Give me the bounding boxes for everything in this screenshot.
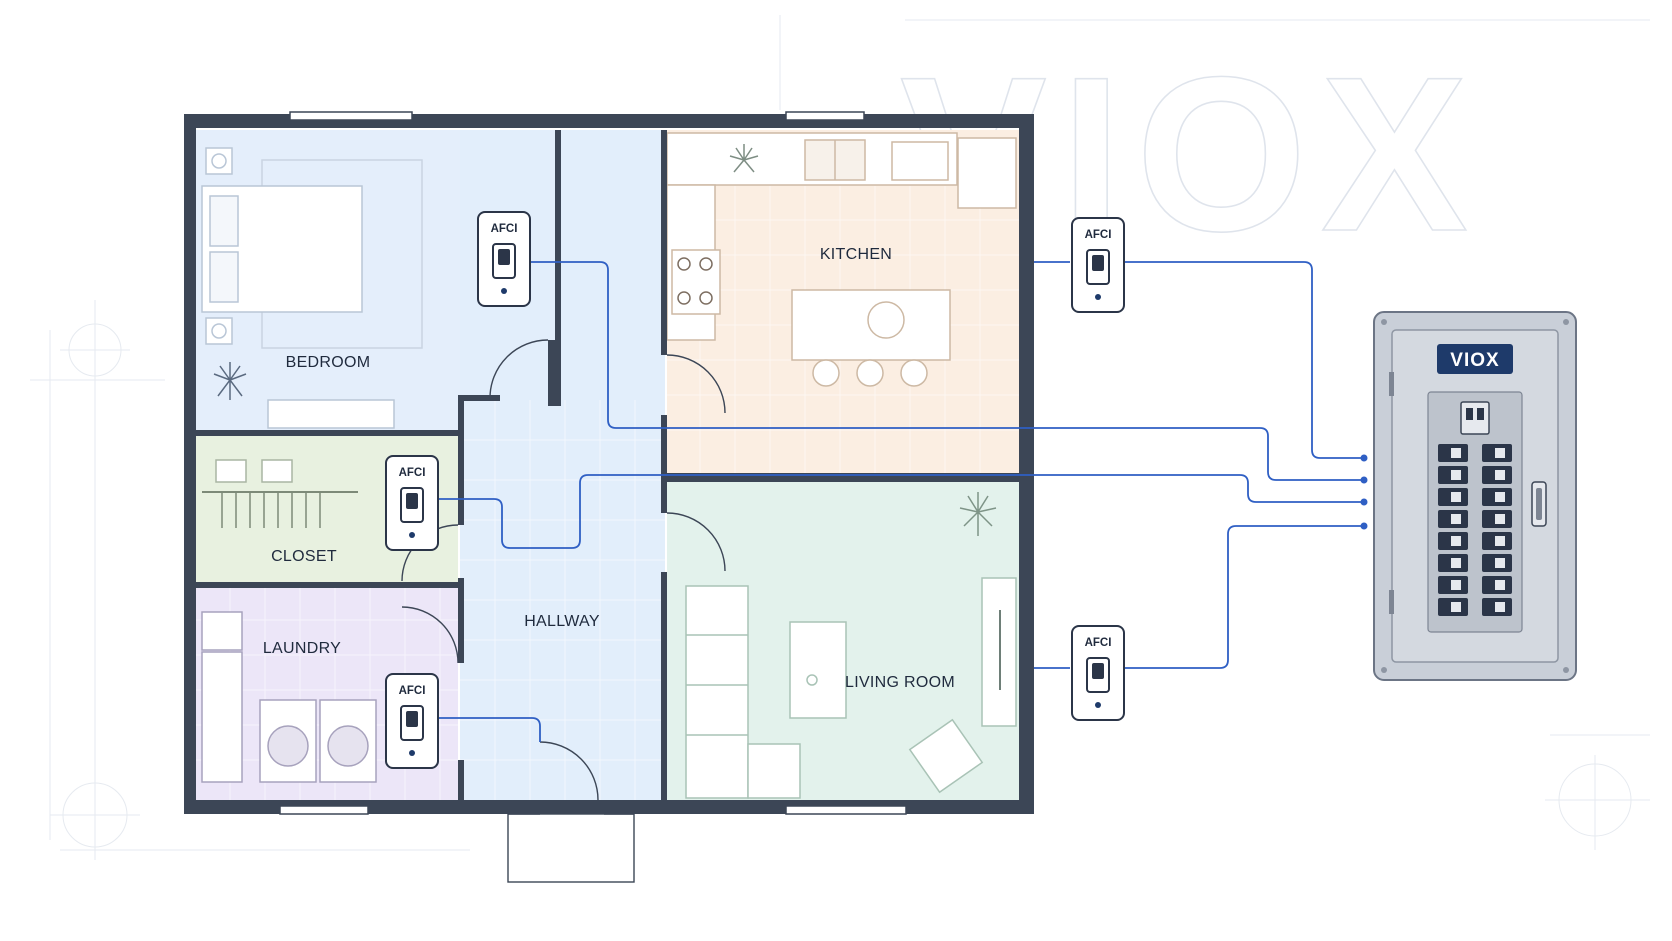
hangers xyxy=(221,492,321,528)
laundry-furniture xyxy=(201,611,377,783)
room-label-living-room: LIVING ROOM xyxy=(845,674,955,691)
coffee-table xyxy=(789,621,847,719)
branch-breakers xyxy=(1438,444,1512,616)
breaker-toggle xyxy=(1495,514,1505,524)
room-label-bedroom: BEDROOM xyxy=(286,354,371,371)
wire-kitchen xyxy=(1034,261,1366,459)
sofa-chaise xyxy=(747,743,801,799)
afci-label: AFCI xyxy=(491,223,518,235)
breaker-toggle xyxy=(1451,536,1461,546)
living-room-furniture xyxy=(685,492,1017,799)
plant-icon xyxy=(213,362,247,400)
cabinet xyxy=(201,651,243,783)
afci-label: AFCI xyxy=(399,685,426,697)
afci-breaker-bedroom: AFCI xyxy=(477,211,531,307)
plant-icon xyxy=(729,144,759,173)
refrigerator xyxy=(957,137,1017,209)
wire-living-room xyxy=(1034,525,1366,669)
bar-stool xyxy=(856,359,884,387)
washer-door xyxy=(267,725,309,767)
panel-brand-plate xyxy=(1437,344,1513,374)
pillow xyxy=(209,251,239,303)
breaker-toggle xyxy=(1451,558,1461,568)
sofa xyxy=(685,585,749,799)
armchair xyxy=(908,718,984,794)
breaker-toggle xyxy=(1451,448,1461,458)
bar-stool xyxy=(900,359,928,387)
wiring xyxy=(438,261,1366,742)
electrical-panel: VIOX xyxy=(1373,311,1577,681)
breaker-toggle xyxy=(1495,558,1505,568)
breaker-toggle xyxy=(1451,470,1461,480)
nightstand xyxy=(205,317,233,345)
afci-label: AFCI xyxy=(1085,229,1112,241)
blueprint-background xyxy=(30,15,1650,860)
window xyxy=(289,111,413,121)
bar-stool xyxy=(812,359,840,387)
bedroom-furniture xyxy=(201,147,423,429)
wire-closet xyxy=(438,474,1366,549)
room-labels: BEDROOM KITCHEN CLOSET LAUNDRY HALLWAY L… xyxy=(263,246,955,691)
dresser xyxy=(267,399,395,429)
utility-sink xyxy=(201,611,243,651)
window xyxy=(785,805,907,815)
breaker-toggle xyxy=(1495,492,1505,502)
breaker-toggle xyxy=(1495,580,1505,590)
window xyxy=(785,111,865,121)
wire-terminals xyxy=(1360,454,1368,530)
afci-label: AFCI xyxy=(1085,637,1112,649)
breaker-toggle xyxy=(1451,602,1461,612)
dryer-door xyxy=(327,725,369,767)
nightstand xyxy=(205,147,233,175)
front-step xyxy=(507,813,635,883)
plant-icon xyxy=(959,492,997,536)
doors xyxy=(401,339,726,883)
room-label-hallway: HALLWAY xyxy=(524,613,600,630)
storage-box xyxy=(215,459,247,483)
window xyxy=(279,805,369,815)
room-label-closet: CLOSET xyxy=(271,548,337,565)
panel-brand: VIOX xyxy=(1450,350,1499,371)
closet-furniture xyxy=(202,459,358,528)
breaker-toggle xyxy=(1451,514,1461,524)
breaker-toggle xyxy=(1495,448,1505,458)
afci-breaker-kitchen: AFCI xyxy=(1071,217,1125,313)
afci-breaker-living-room: AFCI xyxy=(1071,625,1125,721)
afci-breaker-laundry: AFCI xyxy=(385,673,439,769)
pillow xyxy=(209,195,239,247)
wire-laundry xyxy=(438,717,541,742)
stove xyxy=(671,249,721,315)
dishwasher xyxy=(891,141,949,181)
breaker-toggle xyxy=(1451,492,1461,502)
windows xyxy=(279,111,907,815)
room-label-kitchen: KITCHEN xyxy=(820,246,892,263)
breaker-toggle xyxy=(1495,470,1505,480)
afci-breaker-closet: AFCI xyxy=(385,455,439,551)
lamp xyxy=(211,323,227,339)
breaker-toggle xyxy=(1451,580,1461,590)
breaker-toggle xyxy=(1495,602,1505,612)
fruit-bowl xyxy=(867,301,905,339)
main-breaker xyxy=(1460,401,1490,435)
lamp xyxy=(211,153,227,169)
afci-label: AFCI xyxy=(399,467,426,479)
storage-box xyxy=(261,459,293,483)
room-label-laundry: LAUNDRY xyxy=(263,640,341,657)
breaker-toggle xyxy=(1495,536,1505,546)
wire-bedroom xyxy=(528,261,1366,481)
kitchen-island xyxy=(791,289,951,361)
